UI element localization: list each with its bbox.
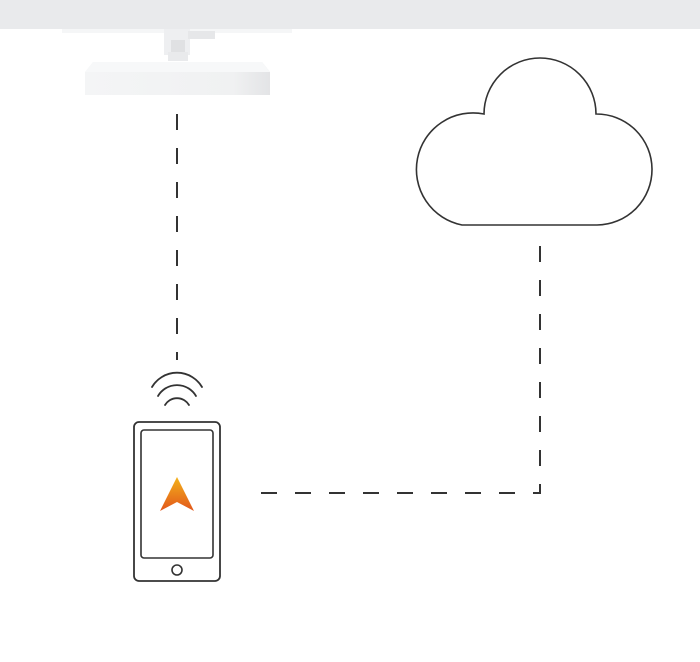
top-bar — [0, 0, 700, 29]
phone-cloud-connection — [246, 246, 541, 494]
app-logo-icon — [160, 477, 194, 511]
cloud-icon — [415, 57, 653, 226]
smartphone-icon — [133, 421, 221, 582]
ceiling-mounted-device-icon — [62, 29, 292, 95]
wifi-signal-icon — [151, 371, 203, 406]
home-button — [171, 564, 183, 576]
